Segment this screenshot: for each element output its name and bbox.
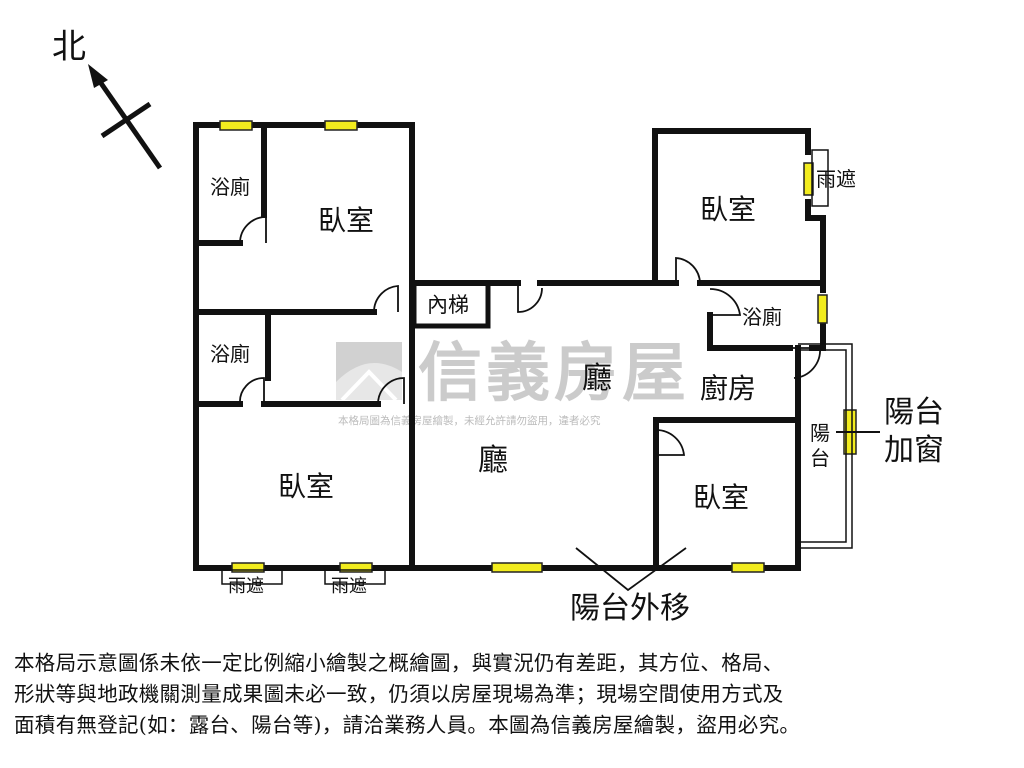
- room-bedroom-bottom-right: 臥室: [693, 481, 749, 514]
- door-living-left: [377, 377, 405, 405]
- label-balcony-window-1: 陽台: [884, 395, 944, 430]
- outdoor-structures: [221, 149, 880, 592]
- door-bedroom-top-right: [675, 257, 701, 284]
- door-corridor: [517, 283, 543, 313]
- door-bedroom-top-left: [373, 285, 399, 313]
- watermark: 信義房屋 本格局圖為信義房屋繪製，未經允許請勿盜用，違者必究: [336, 336, 690, 427]
- disclaimer: 本格局示意圖係未依一定比例縮小繪製之概繪圖，與實況仍有差距，其方位、格局、 形狀…: [14, 648, 1014, 741]
- watermark-notice: 本格局圖為信義房屋繪製，未經允許請勿盜用，違者必究: [338, 414, 601, 427]
- label-rain-shelter-right: 雨遮: [816, 167, 856, 191]
- disclaimer-line: 面積有無登記(如：露台、陽台等)，請洽業務人員。本圖為信義房屋繪製，盜用必究。: [14, 713, 801, 737]
- window: [817, 294, 828, 324]
- window: [231, 562, 265, 573]
- watermark-brand: 信義房屋: [418, 336, 690, 411]
- window: [339, 562, 373, 573]
- room-labels: 浴廁 臥室 內梯 浴廁 廳 廳 臥室 臥室 浴廁 廚房 陽 台 臥室: [210, 175, 830, 514]
- rain-shelter-bottom-1: [221, 569, 283, 585]
- room-living-lower: 廳: [478, 443, 508, 478]
- door-bedroom-bottom-right: [655, 429, 686, 456]
- windows: [219, 120, 857, 573]
- room-living-upper: 廳: [582, 361, 612, 396]
- house-logo-icon: [336, 342, 402, 402]
- window: [219, 120, 253, 131]
- doors: [239, 216, 821, 456]
- annotations: 雨遮 雨遮 雨遮 陽台 加窗 陽台外移: [228, 167, 944, 626]
- label-rain-shelter-bottom-2: 雨遮: [331, 576, 367, 597]
- rain-shelter-bottom-2: [324, 569, 386, 585]
- label-balcony-extend: 陽台外移: [570, 591, 690, 626]
- door-kitchen: [790, 347, 821, 379]
- balcony-outline: [798, 343, 853, 549]
- rain-shelter-right: [811, 149, 829, 207]
- floor-plan: 北 信義房屋 本格局圖為信義房屋繪製，未經允許請勿盜用，違者必究: [52, 27, 944, 626]
- room-kitchen: 廚房: [700, 372, 756, 405]
- room-balcony-char-2: 台: [810, 446, 830, 470]
- room-balcony-char-1: 陽: [810, 421, 830, 445]
- window: [324, 120, 358, 131]
- window: [731, 562, 765, 573]
- door-bath-mid-left: [239, 377, 265, 405]
- label-rain-shelter-bottom-1: 雨遮: [228, 576, 264, 597]
- door-bath-right: [709, 288, 742, 316]
- disclaimer-line: 本格局示意圖係未依一定比例縮小繪製之概繪圖，與實況仍有差距，其方位、格局、: [14, 651, 784, 675]
- room-bath-top-left: 浴廁: [210, 175, 250, 199]
- room-bedroom-top-left: 臥室: [318, 204, 374, 237]
- disclaimer-line: 形狀等與地政機關測量成果圖未必一致，仍須以房屋現場為準；現場空間使用方式及: [14, 682, 784, 706]
- room-bedroom-bottom-left: 臥室: [278, 470, 334, 503]
- window: [491, 562, 543, 573]
- room-bath-right: 浴廁: [742, 305, 782, 329]
- room-bedroom-top-right: 臥室: [700, 193, 756, 226]
- north-compass: 北: [52, 27, 163, 170]
- room-bath-mid-left: 浴廁: [210, 342, 250, 366]
- room-inner-stair: 內梯: [427, 293, 469, 317]
- north-label: 北: [52, 27, 86, 67]
- balcony-extend-marker: [575, 547, 687, 592]
- label-balcony-window-2: 加窗: [884, 433, 944, 468]
- window: [803, 162, 814, 196]
- door-bath-top-left: [239, 216, 267, 244]
